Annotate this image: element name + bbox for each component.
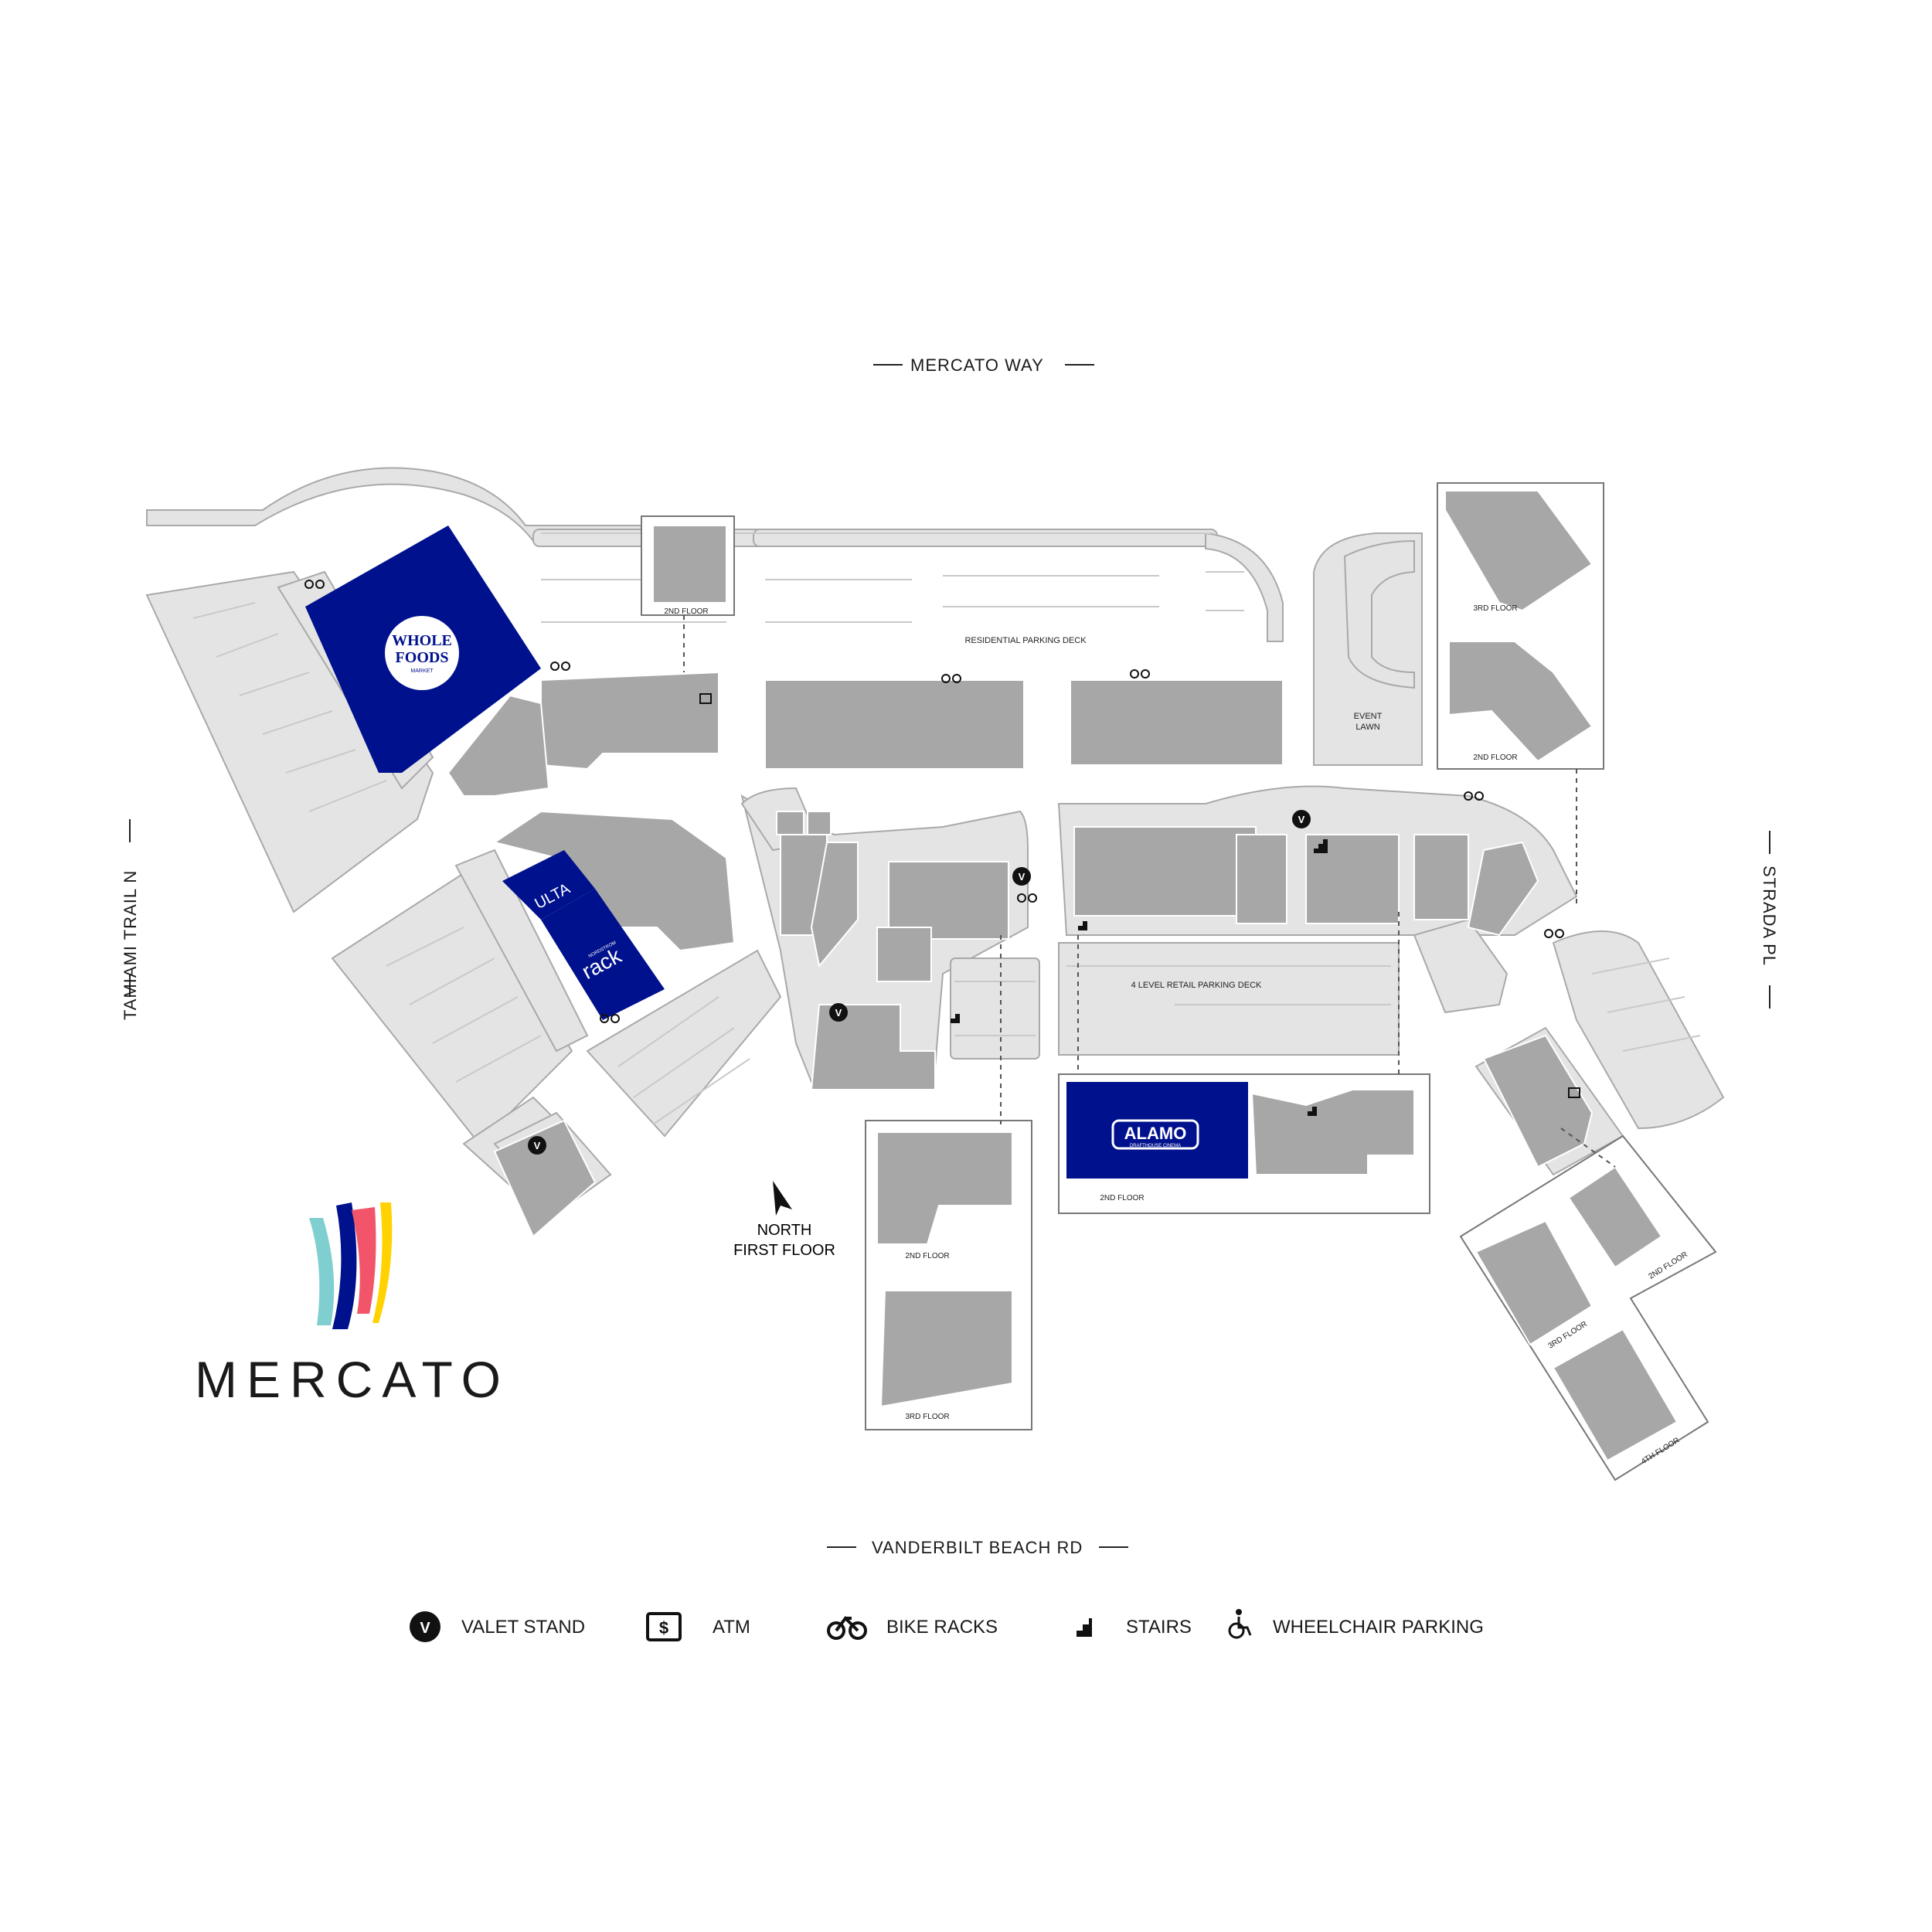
- inset-alamo: ALAMO DRAFTHOUSE CINEMA 2ND FLOOR: [1058, 1073, 1430, 1214]
- whole-foods-line3: MARKET: [410, 668, 434, 674]
- bike-icon[interactable]: [1017, 893, 1037, 903]
- legend-label-bike: BIKE RACKS: [886, 1617, 998, 1638]
- legend-label-wheelchair: WHEELCHAIR PARKING: [1273, 1617, 1484, 1638]
- legend-item-stairs: STAIRS: [1070, 1617, 1192, 1638]
- bike-icon[interactable]: [600, 1014, 620, 1023]
- bike-icon[interactable]: [941, 674, 961, 683]
- logo-stripe-yellow: [372, 1202, 393, 1323]
- anchor-ulta[interactable]: ULTA: [502, 850, 595, 920]
- svg-text:V: V: [835, 1007, 842, 1019]
- valet-glyph: V: [420, 1620, 430, 1637]
- bike-icon[interactable]: [1544, 929, 1564, 938]
- road-label-west: TAMIAMI TRAIL N: [121, 870, 140, 1020]
- parking-stalls: [192, 532, 1701, 1125]
- atm-glyph: $: [659, 1618, 668, 1638]
- atm-icon[interactable]: [1568, 1087, 1580, 1098]
- stairs-icon[interactable]: [1308, 1107, 1317, 1116]
- atm-icon: [646, 1612, 682, 1641]
- valet-icon[interactable]: V: [1012, 867, 1031, 886]
- inset-alamo-2nd-label: 2ND FLOOR: [1100, 1194, 1144, 1202]
- svg-text:V: V: [534, 1140, 541, 1151]
- anchor-whole-foods[interactable]: WHOLE FOODS MARKET: [305, 526, 541, 773]
- legend-item-bike: BIKE RACKS: [827, 1615, 998, 1640]
- inset-top-pad-label: 2ND FLOOR: [664, 607, 708, 616]
- inset-east-3rd-label: 3RD FLOOR: [1473, 604, 1517, 613]
- valet-icon[interactable]: V: [528, 1136, 546, 1155]
- inset-south-3rd-label: 3RD FLOOR: [905, 1413, 949, 1421]
- legend: V VALET STAND $ ATM BIKE RACKS STAIRS: [410, 1609, 1484, 1642]
- alamo-big-label: ALAMO: [1124, 1124, 1187, 1143]
- bike-icon: [827, 1615, 867, 1640]
- legend-item-atm: $ ATM: [646, 1612, 750, 1641]
- event-lawn-label-1: EVENT: [1354, 712, 1383, 721]
- legend-item-valet: V VALET STAND: [410, 1611, 585, 1642]
- legend-label-stairs: STAIRS: [1126, 1617, 1192, 1638]
- bike-icon[interactable]: [550, 662, 570, 671]
- inset-east-panel: 3RD FLOOR 2ND FLOOR: [1437, 482, 1604, 770]
- bike-icon[interactable]: [304, 580, 325, 589]
- stairs-icon: [1070, 1618, 1092, 1637]
- valet-icon[interactable]: V: [1292, 810, 1311, 828]
- bike-icon[interactable]: [1130, 669, 1150, 679]
- anchor-nordstrom-rack[interactable]: NORDSTROM rack: [541, 889, 665, 1020]
- inset-south-2nd-label: 2ND FLOOR: [905, 1252, 949, 1260]
- legend-label-valet: VALET STAND: [461, 1617, 585, 1638]
- inset-southeast: 3RD FLOOR 2ND FLOOR 4TH FLOOR: [1459, 1134, 1717, 1481]
- road-tamiami-trail: TAMIAMI TRAIL N: [121, 819, 140, 1020]
- north-label: NORTH: [757, 1222, 812, 1239]
- anchor-alamo[interactable]: [1066, 1082, 1248, 1179]
- whole-foods-line1: WHOLE: [392, 632, 452, 649]
- legend-item-wheelchair: WHEELCHAIR PARKING: [1228, 1609, 1484, 1639]
- retail-deck-label: 4 LEVEL RETAIL PARKING DECK: [1131, 981, 1262, 990]
- road-label-north: MERCATO WAY: [910, 355, 1044, 375]
- mercato-logo: MERCATO: [195, 1202, 510, 1408]
- valet-icon[interactable]: V: [829, 1003, 848, 1022]
- bike-icon[interactable]: [1464, 791, 1484, 801]
- stairs-icon[interactable]: [951, 1014, 960, 1023]
- svg-text:V: V: [1019, 871, 1026, 883]
- alamo-small-label: DRAFTHOUSE CINEMA: [1130, 1144, 1181, 1148]
- road-strada-pl: STRADA PL: [1760, 831, 1779, 1009]
- logo-stripe-coral: [352, 1207, 376, 1314]
- valet-icon: [410, 1611, 440, 1642]
- logo-stripe-teal: [309, 1218, 335, 1325]
- atm-icon[interactable]: [699, 693, 712, 704]
- map-symbols: V V V V: [304, 580, 1580, 1155]
- wheelchair-icon: [1228, 1609, 1252, 1639]
- inset-east-2nd-label: 2ND FLOOR: [1473, 753, 1517, 762]
- road-label-east: STRADA PL: [1760, 866, 1779, 966]
- area-labels: RESIDENTIAL PARKING DECK 4 LEVEL RETAIL …: [964, 636, 1382, 990]
- floor-label: FIRST FLOOR: [733, 1242, 835, 1259]
- leader-lines: [683, 615, 1616, 1168]
- road-vanderbilt-beach-rd: VANDERBILT BEACH RD: [827, 1538, 1128, 1557]
- road-mercato-way: MERCATO WAY: [873, 355, 1094, 375]
- svg-text:V: V: [1298, 814, 1305, 825]
- whole-foods-line2: FOODS: [396, 649, 449, 666]
- road-label-south: VANDERBILT BEACH RD: [872, 1538, 1083, 1557]
- stairs-icon[interactable]: [1078, 921, 1087, 930]
- north-arrow-icon: [773, 1181, 792, 1216]
- inset-top-pad: 2ND FLOOR: [641, 515, 735, 616]
- residential-deck-label: RESIDENTIAL PARKING DECK: [964, 636, 1087, 645]
- logo-stripe-navy: [332, 1202, 357, 1329]
- brand-wordmark: MERCATO: [195, 1351, 510, 1408]
- stairs-icon[interactable]: [1314, 839, 1328, 853]
- inset-south-tower: 2ND FLOOR 3RD FLOOR: [865, 1120, 1032, 1430]
- legend-label-atm: ATM: [713, 1617, 750, 1638]
- event-lawn-label-2: LAWN: [1355, 723, 1379, 732]
- north-arrow: NORTH FIRST FLOOR: [733, 1181, 835, 1259]
